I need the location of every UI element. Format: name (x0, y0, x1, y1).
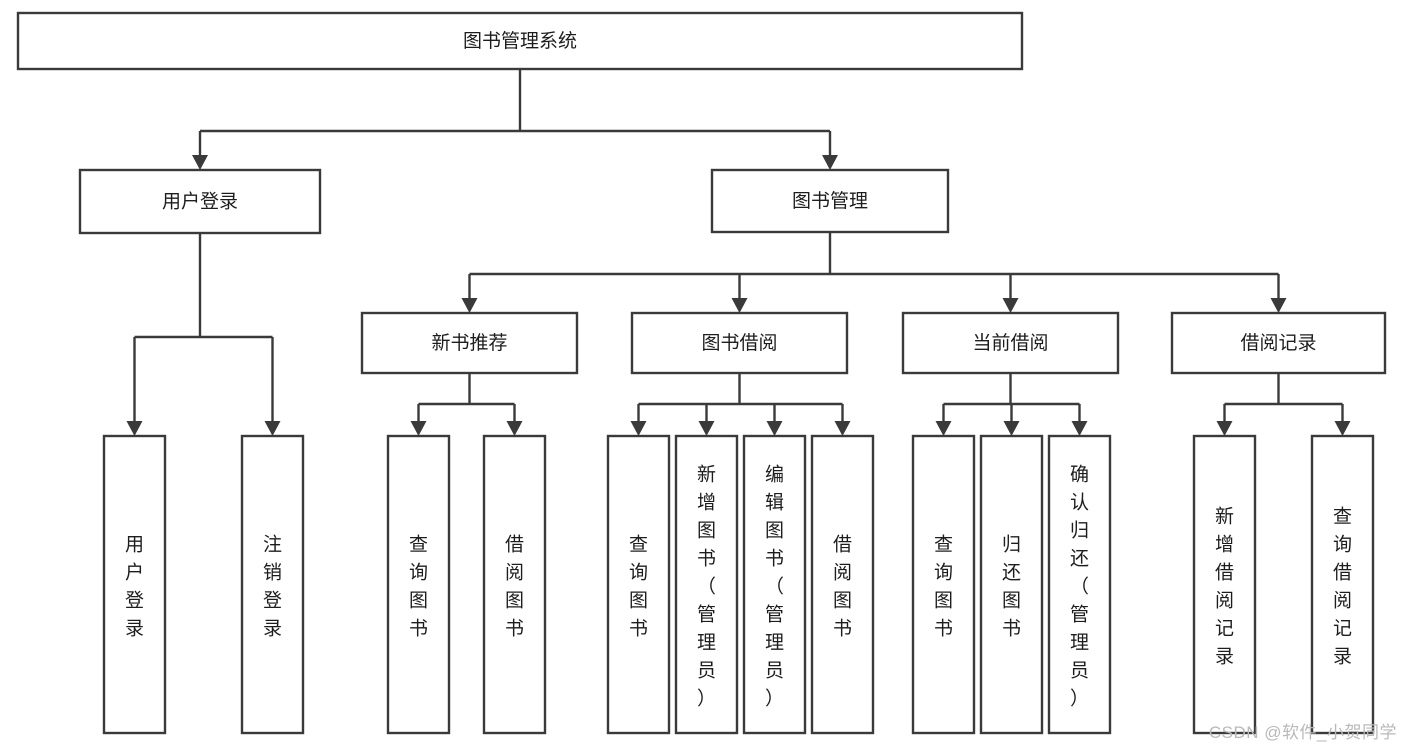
node-borrow-record-box (1170, 311, 1387, 375)
node-borrow-record-label: 借阅记录 (1240, 332, 1316, 354)
node-leaf-add-book-label: 新增图书（管理员） (697, 463, 716, 709)
node-leaf-query-book-2-label: 查询图书 (629, 533, 648, 639)
node-new-book-recommend-box (360, 311, 579, 375)
node-book-borrow[interactable]: 图书借阅 (630, 311, 849, 375)
node-leaf-logout-login-box (240, 434, 305, 735)
node-leaf-logout-login[interactable]: 注销登录 (240, 434, 305, 735)
node-leaf-query-book-3[interactable]: 查询图书 (911, 434, 976, 735)
node-root-system-box (16, 11, 1024, 71)
node-leaf-edit-book[interactable]: 编辑图书（管理员） (742, 434, 807, 735)
connector-borrow-record-leaf-0-arrowhead (1216, 421, 1233, 436)
node-leaf-add-book-box (674, 434, 739, 735)
node-leaf-borrow-book-2-box (810, 434, 875, 735)
node-leaf-user-login[interactable]: 用户登录 (102, 434, 167, 735)
node-book-borrow-box (630, 311, 849, 375)
connector-level2-1-arrowhead (731, 298, 748, 313)
node-leaf-borrow-book-2[interactable]: 借阅图书 (810, 434, 875, 735)
node-leaf-user-login-box (102, 434, 167, 735)
connector-current-borrow-leaf-1-arrowhead (1003, 421, 1020, 436)
node-leaf-add-record-box (1192, 434, 1257, 735)
node-leaf-confirm-return[interactable]: 确认归还（管理员） (1047, 434, 1112, 735)
node-root-system-label: 图书管理系统 (463, 30, 577, 52)
connector-current-borrow-leaf-2-arrowhead (1071, 421, 1088, 436)
connector-book-borrow-leaf-1-arrowhead (698, 421, 715, 436)
node-leaf-return-book-label: 归还图书 (1002, 533, 1021, 639)
node-leaf-add-record[interactable]: 新增借阅记录 (1192, 434, 1257, 735)
connector-level2-3-arrowhead (1270, 298, 1287, 313)
node-book-manage-label: 图书管理 (792, 190, 868, 212)
node-leaf-query-record-label: 查询借阅记录 (1333, 505, 1352, 667)
node-leaf-query-book-2[interactable]: 查询图书 (606, 434, 671, 735)
node-book-borrow-label: 图书借阅 (701, 332, 777, 354)
connector-current-borrow-leaf-0-arrowhead (935, 421, 952, 436)
node-leaf-return-book-box (979, 434, 1044, 735)
connector-layer (126, 69, 1351, 436)
node-book-manage[interactable]: 图书管理 (710, 168, 950, 234)
node-leaf-confirm-return-label: 确认归还（管理员） (1070, 463, 1089, 709)
node-current-borrow-box (901, 311, 1120, 375)
node-leaf-query-book-1-box (386, 434, 451, 735)
node-leaf-query-record[interactable]: 查询借阅记录 (1310, 434, 1375, 735)
connector-level2-2-arrowhead (1002, 298, 1019, 313)
node-new-book-recommend[interactable]: 新书推荐 (360, 311, 579, 375)
connector-new-book-recommend-leaf-0-arrowhead (410, 421, 427, 436)
node-leaf-query-book-1[interactable]: 查询图书 (386, 434, 451, 735)
connector-user-login-leaf-0-arrowhead (126, 421, 143, 436)
node-leaf-edit-book-box (742, 434, 807, 735)
node-leaf-query-record-box (1310, 434, 1375, 735)
node-leaf-add-book[interactable]: 新增图书（管理员） (674, 434, 739, 735)
connector-root-to-level1-0-arrowhead (192, 155, 208, 170)
node-book-manage-box (710, 168, 950, 234)
connector-book-borrow-leaf-2-arrowhead (766, 421, 783, 436)
node-leaf-borrow-book-1-box (482, 434, 547, 735)
node-leaf-query-book-2-box (606, 434, 671, 735)
node-current-borrow-label: 当前借阅 (972, 332, 1048, 354)
node-current-borrow[interactable]: 当前借阅 (901, 311, 1120, 375)
node-leaf-borrow-book-1-label: 借阅图书 (505, 533, 524, 639)
node-leaf-query-book-1-label: 查询图书 (409, 533, 428, 639)
connector-new-book-recommend-leaf-1-arrowhead (506, 421, 523, 436)
connector-book-borrow-leaf-3-arrowhead (834, 421, 851, 436)
node-root-system[interactable]: 图书管理系统 (16, 11, 1024, 71)
connector-root-to-level1-1-arrowhead (822, 155, 838, 170)
node-leaf-edit-book-label: 编辑图书（管理员） (765, 463, 784, 709)
node-leaf-return-book[interactable]: 归还图书 (979, 434, 1044, 735)
node-layer: 图书管理系统用户登录图书管理新书推荐图书借阅当前借阅借阅记录用户登录注销登录查询… (16, 11, 1387, 735)
node-leaf-add-record-label: 新增借阅记录 (1215, 505, 1234, 667)
node-leaf-borrow-book-2-label: 借阅图书 (833, 533, 852, 639)
connector-user-login-leaf-1-arrowhead (264, 421, 281, 436)
connector-level2-0-arrowhead (461, 298, 478, 313)
node-leaf-logout-login-label: 注销登录 (263, 533, 282, 639)
node-user-login[interactable]: 用户登录 (78, 168, 322, 235)
node-leaf-user-login-label: 用户登录 (125, 534, 144, 639)
node-leaf-confirm-return-box (1047, 434, 1112, 735)
connector-book-borrow-leaf-0-arrowhead (630, 421, 647, 436)
node-leaf-query-book-3-label: 查询图书 (934, 533, 953, 639)
node-leaf-borrow-book-1[interactable]: 借阅图书 (482, 434, 547, 735)
node-new-book-recommend-label: 新书推荐 (431, 332, 507, 354)
node-leaf-query-book-3-box (911, 434, 976, 735)
node-user-login-label: 用户登录 (162, 191, 238, 213)
node-borrow-record[interactable]: 借阅记录 (1170, 311, 1387, 375)
connector-borrow-record-leaf-1-arrowhead (1334, 421, 1351, 436)
node-user-login-box (78, 168, 322, 235)
